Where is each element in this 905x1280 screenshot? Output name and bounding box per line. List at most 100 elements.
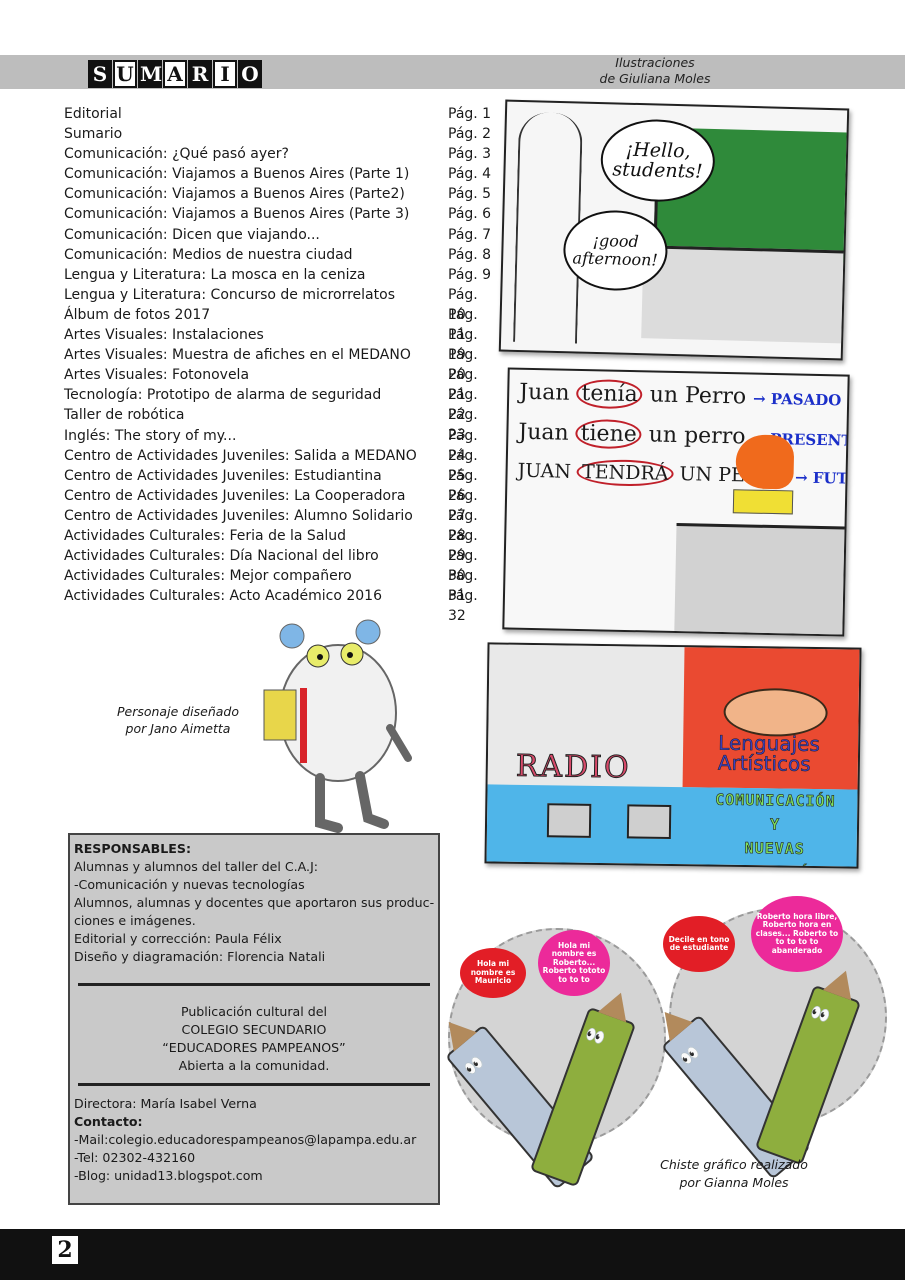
board-word: Juan xyxy=(518,419,569,446)
toc-page: Pág. 10 xyxy=(448,286,478,323)
board-line-2: Juan tiene un perro → PRESENTE xyxy=(518,418,850,452)
toc-page: Pág. 7 xyxy=(448,226,492,243)
contact-blog: -Blog: unidad13.blogspot.com xyxy=(74,1168,263,1183)
toc-entry: Tecnología: Prototipo de alarma de segur… xyxy=(64,385,496,423)
toc-entry: Centro de Actividades Juveniles: La Coop… xyxy=(64,486,496,524)
toc-entry: Artes Visuales: Muestra de afiches en el… xyxy=(64,345,496,383)
toc-title: Sumario xyxy=(64,126,123,143)
toc-title: Comunicación: ¿Qué pasó ayer? xyxy=(64,146,289,163)
arts-label: Lenguajes Artísticos xyxy=(717,730,820,776)
toc-title: Comunicación: Viajamos a Buenos Aires (P… xyxy=(64,206,410,223)
toc-title: Artes Visuales: Muestra de afiches en el… xyxy=(64,347,411,364)
toc-title: Artes Visuales: Instalaciones xyxy=(64,327,264,344)
board-word: un perro xyxy=(648,422,746,450)
toc-page: Pág. 2 xyxy=(448,126,492,143)
toc-title: Artes Visuales: Fotonovela xyxy=(64,367,250,384)
toc-title: Álbum de fotos 2017 xyxy=(64,306,211,323)
circled-verb: tenía xyxy=(576,378,644,410)
title-letter: I xyxy=(213,60,237,88)
circled-verb: TENDRÁ xyxy=(576,458,674,487)
publication-info: Publicación cultural del COLEGIO SECUNDA… xyxy=(70,1003,438,1075)
title-letter: O xyxy=(238,60,262,88)
circled-verb: tiene xyxy=(575,418,643,450)
toc-entry: Comunicación: Viajamos a Buenos Aires (P… xyxy=(64,164,496,184)
toc-page: Pág. 31 xyxy=(448,568,478,605)
toc-entry: Lengua y Literatura: La mosca en la ceni… xyxy=(64,265,496,285)
book-icon xyxy=(732,489,794,515)
pencil-character: 👀 xyxy=(529,987,637,1188)
speech-bubble-red: Hola mi nombre es Mauricio xyxy=(460,948,526,998)
toc-page: Pág. 30 xyxy=(448,548,478,585)
contact-phone: -Tel: 02302-432160 xyxy=(74,1150,196,1165)
toc-title: Tecnología: Prototipo de alarma de segur… xyxy=(64,387,382,404)
contact-email: -Mail:colegio.educadorespampeanos@lapamp… xyxy=(74,1132,417,1147)
illustrations-credit: Ilustraciones de Giuliana Moles xyxy=(570,55,740,87)
student-desk xyxy=(674,523,845,637)
toc-title: Comunicación: Medios de nuestra ciudad xyxy=(64,246,353,263)
communication-line: TECNOLOGÍAS xyxy=(694,859,854,868)
responsables-line: Alumnas y alumnos del taller del C.A.J: xyxy=(74,859,319,874)
comic-caption: Chiste gráfico realizado por Gianna Mole… xyxy=(648,1156,820,1192)
contact-section: Directora: María Isabel Verna Contacto: … xyxy=(74,1095,416,1185)
toc-page: Pág. 9 xyxy=(448,266,492,283)
responsables-line: Diseño y diagramación: Florencia Natali xyxy=(74,949,326,964)
toc-entry: Comunicación: Dicen que viajando...Pág. … xyxy=(64,225,496,245)
toc-page: Pág. 5 xyxy=(448,186,492,203)
publication-line: Publicación cultural del xyxy=(180,1004,328,1019)
toc-entry: Lengua y Literatura: Concurso de microrr… xyxy=(64,285,496,323)
comic-panel-1: Hola mi nombre es Mauricio Hola mi nombr… xyxy=(437,928,666,1190)
character-caption: Personaje diseñado por Jano Aimetta xyxy=(112,703,244,737)
toc-title: Actividades Culturales: Día Nacional del… xyxy=(64,548,379,565)
toc-page: Pág. 6 xyxy=(448,206,492,223)
pencil-character: 👀 xyxy=(754,965,862,1166)
toc-page: Pág. 25 xyxy=(448,447,478,484)
publication-line: COLEGIO SECUNDARIO xyxy=(181,1022,327,1037)
caption-line: por Gianna Moles xyxy=(679,1175,789,1190)
toc-entry: Actividades Culturales: Día Nacional del… xyxy=(64,546,496,585)
responsables-line: Alumnos, alumnas y docentes que aportaro… xyxy=(74,895,435,910)
publication-line: “EDUCADORES PAMPEANOS” xyxy=(162,1040,346,1055)
board-word: un Perro xyxy=(649,382,747,410)
title-letter: M xyxy=(138,60,163,88)
speech-bubble-red: Decile en tono de estudiante xyxy=(663,916,735,972)
toc-title: Inglés: The story of my... xyxy=(64,427,237,444)
toc-page: Pág. 3 xyxy=(448,146,492,163)
caption-line: por Jano Aimetta xyxy=(125,721,231,736)
communication-line: Y xyxy=(769,815,781,834)
toc-entry: Artes Visuales: Fotonovela Pág. 21 xyxy=(64,365,496,404)
board-illustration: Juan tenía un Perro → PASADO Juan tiene … xyxy=(502,367,850,637)
contact-heading: Contacto: xyxy=(74,1114,143,1129)
toc-page: Pág. 26 xyxy=(448,467,478,504)
toc-entry: Taller de robótica Pág. 23 xyxy=(64,405,496,444)
title-letter: A xyxy=(163,60,187,88)
publication-line: Abierta a la comunidad. xyxy=(178,1058,330,1073)
toc-page: Pág. 21 xyxy=(448,367,478,404)
classroom-illustration: ¡Hello, students! ¡good afternoon! xyxy=(498,99,850,361)
toc-title: Centro de Actividades Juveniles: La Coop… xyxy=(64,487,406,504)
toc-page: Pág. 23 xyxy=(448,407,478,444)
tense-tag: → PASADO xyxy=(752,389,842,410)
toc-title: Lengua y Literatura: Concurso de microrr… xyxy=(64,286,395,303)
title-letter: R xyxy=(188,60,212,88)
toc-title: Taller de robótica xyxy=(64,407,185,424)
toc-page: Pág. 28 xyxy=(448,507,478,544)
toc-entry: Sumario Pág. 2 xyxy=(64,124,496,144)
toc-entry: Comunicación: Viajamos a Buenos Aires (P… xyxy=(64,184,496,204)
toc-title: Centro de Actividades Juveniles: Salida … xyxy=(64,447,417,464)
divider xyxy=(78,1083,430,1086)
tense-tag: → FUTURO xyxy=(794,468,850,489)
caption-line: Personaje diseñado xyxy=(116,704,240,719)
toc-page: Pág. 1 xyxy=(448,106,492,122)
board-word: JUAN xyxy=(517,459,572,483)
toc-page: Pág. 29 xyxy=(448,527,478,564)
responsables-line: ciones e imágenes. xyxy=(74,913,196,928)
toc-entry: Comunicación: ¿Qué pasó ayer? Pág. 3 xyxy=(64,144,496,164)
student-figure xyxy=(735,434,795,490)
toc-entry: Actividades Culturales: Acto Académico 2… xyxy=(64,586,496,624)
caption-line: Chiste gráfico realizado xyxy=(660,1157,808,1172)
credits-box: RESPONSABLES: Alumnas y alumnos del tall… xyxy=(68,833,440,1205)
mascot-character xyxy=(263,619,412,833)
page-number: 2 xyxy=(52,1236,78,1264)
